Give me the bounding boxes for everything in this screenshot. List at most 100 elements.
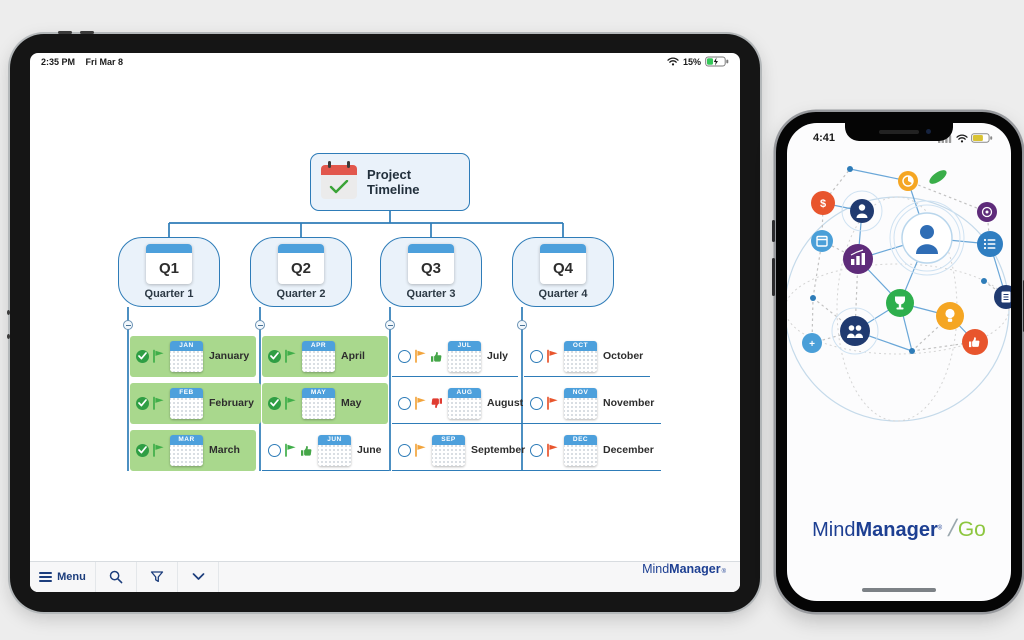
filter-button[interactable]: [137, 562, 178, 592]
month-abbr: DEC: [564, 434, 597, 445]
calendar-icon: MAR: [170, 434, 203, 466]
topic-month-october[interactable]: OCT October: [524, 336, 651, 377]
task-open-icon: [530, 349, 543, 363]
logo-registered-mark: ®: [937, 525, 943, 532]
mindmap-canvas[interactable]: Project Timeline Q1 Quarter 1 JAN Januar…: [30, 53, 740, 592]
check-icon: [138, 446, 147, 454]
topic-quarter-q1[interactable]: Q1 Quarter 1: [118, 237, 220, 307]
flag-icon: [547, 349, 558, 363]
quarter-code: Q4: [552, 260, 573, 277]
flag-icon: [285, 396, 296, 410]
calendar-icon: FEB: [170, 387, 203, 419]
quarter-label: Quarter 2: [276, 288, 326, 300]
topic-month-august[interactable]: AUG August: [392, 383, 531, 424]
home-indicator[interactable]: [862, 587, 936, 592]
calendar-icon: Q2: [278, 244, 324, 284]
month-label: April: [341, 350, 365, 362]
thumbs-up-icon: [301, 445, 312, 456]
month-label: September: [471, 444, 526, 456]
svg-text:+: +: [809, 339, 815, 350]
thumbs-up-icon: [431, 351, 442, 362]
task-open-icon: [398, 396, 411, 410]
dot-node: [810, 295, 816, 301]
wifi-icon: [956, 133, 968, 142]
svg-text:$: $: [820, 198, 826, 210]
check-icon: [138, 352, 147, 360]
status-time: 4:41: [813, 132, 836, 144]
logo-manager: Manager: [855, 519, 938, 541]
topic-month-november[interactable]: NOV November: [524, 383, 662, 424]
flag-icon: [415, 349, 426, 363]
topic-month-march[interactable]: MAR March: [130, 430, 256, 471]
topic-quarter-q4[interactable]: Q4 Quarter 4: [512, 237, 614, 307]
topic-quarter-q3[interactable]: Q3 Quarter 3: [380, 237, 482, 307]
topic-month-may[interactable]: MAY May: [262, 383, 388, 424]
ipad-side-dot: [7, 310, 10, 315]
flag-icon: [153, 349, 164, 363]
ipad-device: 2:35 PM Fri Mar 8 15%: [7, 31, 760, 612]
iphone-screen: 4:41: [787, 123, 1011, 601]
month-abbr: JUL: [448, 340, 481, 351]
collapse-toggle[interactable]: [123, 320, 133, 330]
task-open-icon: [398, 349, 411, 363]
task-done-icon: [136, 396, 149, 410]
topic-project-timeline[interactable]: Project Timeline: [310, 153, 470, 211]
calendar-icon: JUN: [318, 434, 351, 466]
iphone-device: 4:41: [772, 112, 1024, 612]
collapse-toggle[interactable]: [255, 320, 265, 330]
check-icon: [270, 399, 279, 407]
people-node: [840, 316, 870, 346]
menu-button[interactable]: Menu: [30, 562, 96, 592]
ipad-screen: 2:35 PM Fri Mar 8 15%: [30, 53, 740, 592]
month-abbr: JUN: [318, 434, 351, 445]
status-time: 2:35 PM: [41, 56, 76, 67]
month-abbr: MAR: [170, 434, 203, 445]
menu-label: Menu: [57, 571, 86, 583]
front-camera: [926, 129, 931, 134]
search-button[interactable]: [96, 562, 137, 592]
topic-quarter-q2[interactable]: Q2 Quarter 2: [250, 237, 352, 307]
collapse-toggle[interactable]: [385, 320, 395, 330]
check-icon: [138, 399, 147, 407]
month-abbr: FEB: [170, 387, 203, 398]
quarter-code: Q1: [158, 260, 179, 277]
dot-node: [909, 348, 915, 354]
calendar-icon: AUG: [448, 387, 481, 419]
topic-month-september[interactable]: SEP September: [392, 430, 533, 471]
month-abbr: JAN: [170, 340, 203, 351]
check-icon: [270, 352, 279, 360]
collapse-toggle[interactable]: [517, 320, 527, 330]
flag-icon: [285, 443, 296, 457]
month-label: May: [341, 397, 362, 409]
topic-month-december[interactable]: DEC December: [524, 430, 661, 471]
calendar-icon: Q1: [146, 244, 192, 284]
month-abbr: OCT: [564, 340, 597, 351]
calendar-icon: JAN: [170, 340, 203, 372]
dot-node: [981, 278, 987, 284]
person-node: [850, 199, 874, 223]
month-label: March: [209, 444, 240, 456]
iphone-volume-button: [772, 258, 775, 296]
bottom-toolbar: Menu: [30, 561, 740, 592]
quarter-code: Q3: [420, 260, 441, 277]
calendar-icon: MAY: [302, 387, 335, 419]
calendar-icon: NOV: [564, 387, 597, 419]
task-open-icon: [530, 443, 543, 457]
topic-month-february[interactable]: FEB February: [130, 383, 261, 424]
topic-month-july[interactable]: JUL July: [392, 336, 518, 377]
logo-go: Go: [957, 518, 986, 541]
leaf-icon: [929, 170, 947, 184]
month-abbr: MAY: [302, 387, 335, 398]
topic-month-january[interactable]: JAN January: [130, 336, 257, 377]
network-globe-graphic: $+: [787, 166, 1011, 422]
flag-icon: [153, 443, 164, 457]
chevron-down-icon: [192, 573, 204, 580]
month-label: August: [487, 397, 524, 409]
collapse-toolbar-button[interactable]: [178, 562, 219, 592]
logo-mind: Mind: [812, 519, 856, 541]
month-label: June: [357, 444, 382, 456]
calendar-icon: OCT: [564, 340, 597, 372]
topic-month-june[interactable]: JUN June: [262, 430, 389, 471]
topic-month-april[interactable]: APR April: [262, 336, 388, 377]
